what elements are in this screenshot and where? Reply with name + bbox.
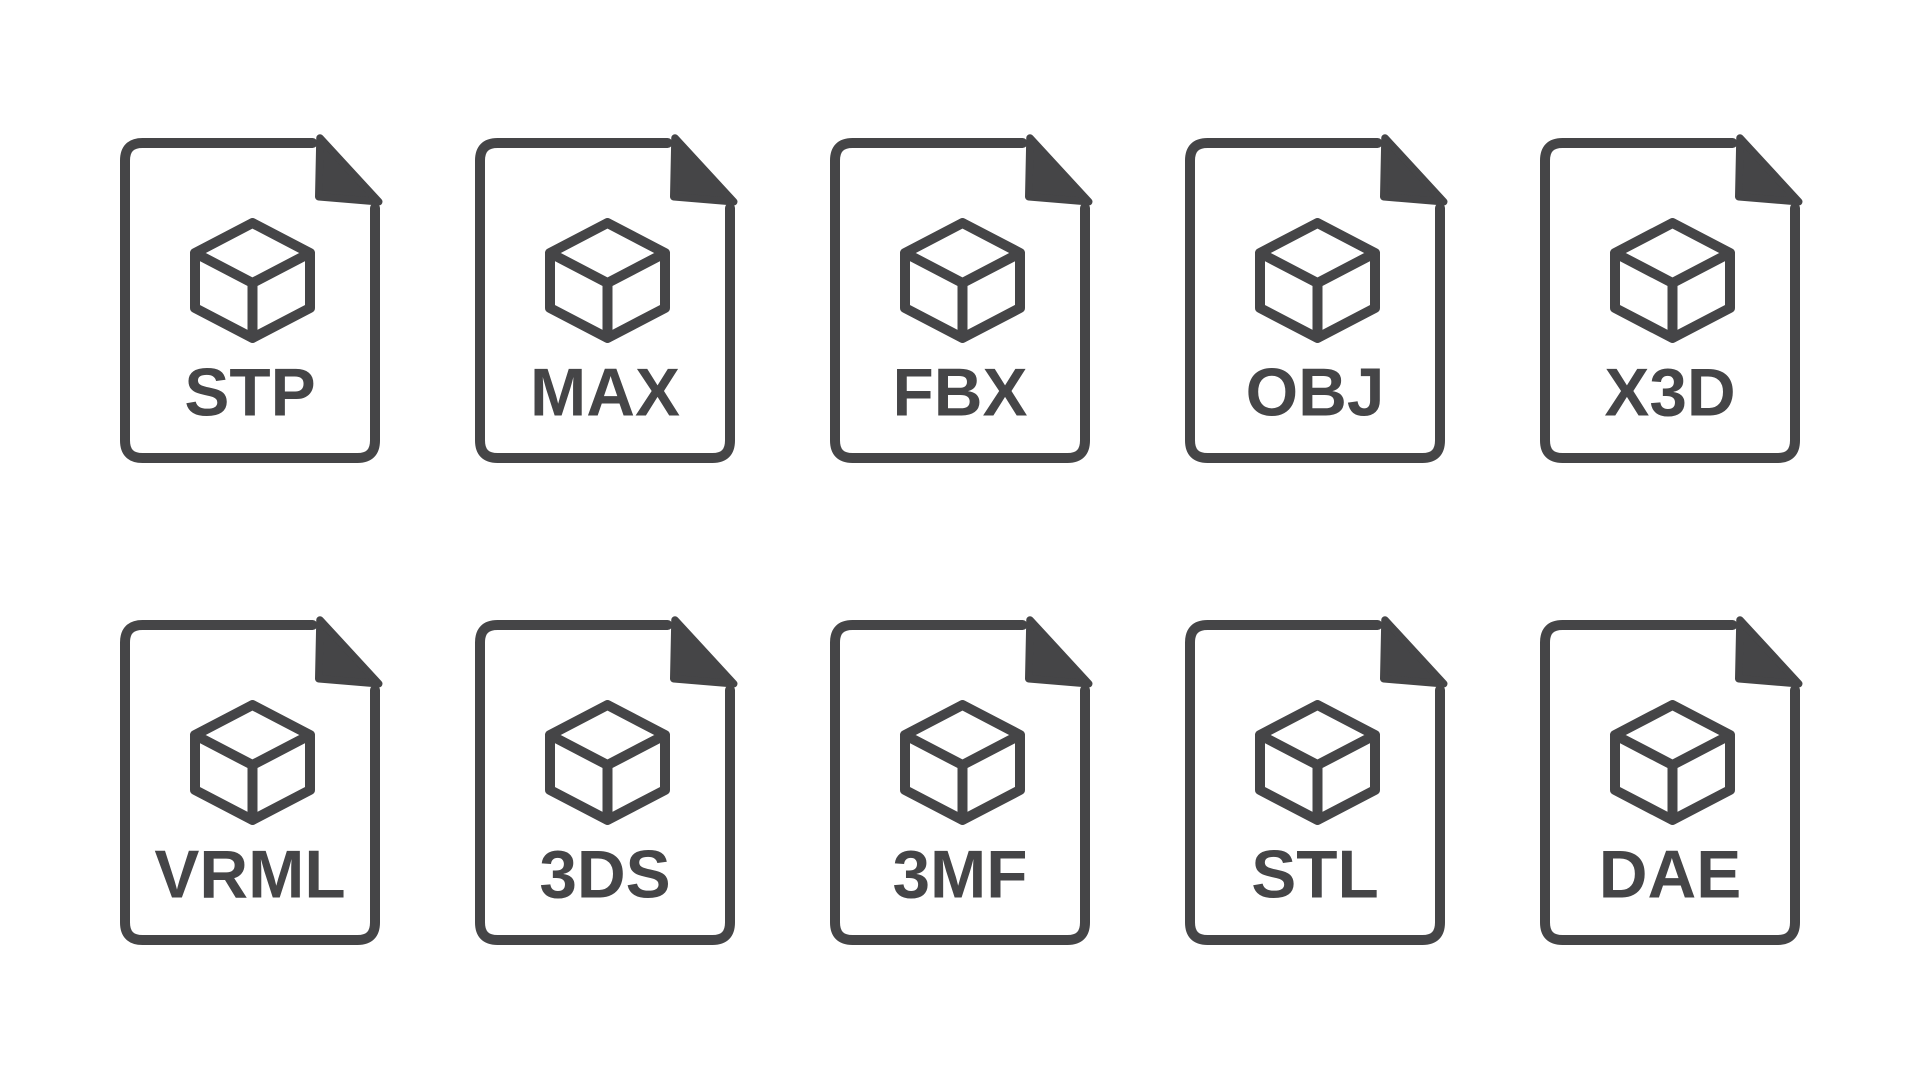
file-shape: DAE: [1540, 616, 1803, 945]
format-label: 3MF: [893, 838, 1028, 913]
file-icon-x3d: X3D: [1535, 133, 1805, 468]
cube-3d-icon: [1610, 218, 1735, 343]
file-shape: STP: [120, 134, 383, 463]
format-label: FBX: [893, 356, 1028, 431]
cube-3d-icon: [545, 218, 670, 343]
file-shape: MAX: [475, 134, 738, 463]
folded-corner-icon: [670, 616, 738, 688]
format-label: STL: [1251, 838, 1379, 913]
format-label: DAE: [1599, 838, 1742, 913]
file-icon-max: MAX: [470, 133, 740, 468]
cube-3d-icon: [190, 700, 315, 825]
cube-3d-icon: [545, 700, 670, 825]
file-icon-vrml: VRML: [115, 615, 385, 950]
folded-corner-icon: [1025, 616, 1093, 688]
folded-corner-icon: [315, 134, 383, 206]
cube-3d-icon: [900, 700, 1025, 825]
folded-corner-icon: [670, 134, 738, 206]
file-shape: 3MF: [830, 616, 1093, 945]
format-label: X3D: [1604, 356, 1735, 431]
format-label: OBJ: [1246, 356, 1385, 431]
file-icon-fbx: FBX: [825, 133, 1095, 468]
folded-corner-icon: [1025, 134, 1093, 206]
file-icon-3ds: 3DS: [470, 615, 740, 950]
file-shape: 3DS: [475, 616, 738, 945]
folded-corner-icon: [315, 616, 383, 688]
format-label: STP: [184, 356, 315, 431]
file-shape: X3D: [1540, 134, 1803, 463]
cube-3d-icon: [1255, 218, 1380, 343]
format-label: MAX: [530, 356, 680, 431]
cube-3d-icon: [1610, 700, 1735, 825]
file-shape: VRML: [120, 616, 383, 945]
file-icon-stl: STL: [1180, 615, 1450, 950]
file-icon-3mf: 3MF: [825, 615, 1095, 950]
format-label: 3DS: [539, 838, 670, 913]
file-shape: FBX: [830, 134, 1093, 463]
cube-3d-icon: [1255, 700, 1380, 825]
file-icon-dae: DAE: [1535, 615, 1805, 950]
folded-corner-icon: [1735, 134, 1803, 206]
file-shape: OBJ: [1185, 134, 1448, 463]
cube-3d-icon: [190, 218, 315, 343]
folded-corner-icon: [1380, 616, 1448, 688]
folded-corner-icon: [1380, 134, 1448, 206]
cube-3d-icon: [900, 218, 1025, 343]
file-icon-obj: OBJ: [1180, 133, 1450, 468]
file-icon-stp: STP: [115, 133, 385, 468]
file-shape: STL: [1185, 616, 1448, 945]
format-label: VRML: [154, 838, 345, 913]
folded-corner-icon: [1735, 616, 1803, 688]
